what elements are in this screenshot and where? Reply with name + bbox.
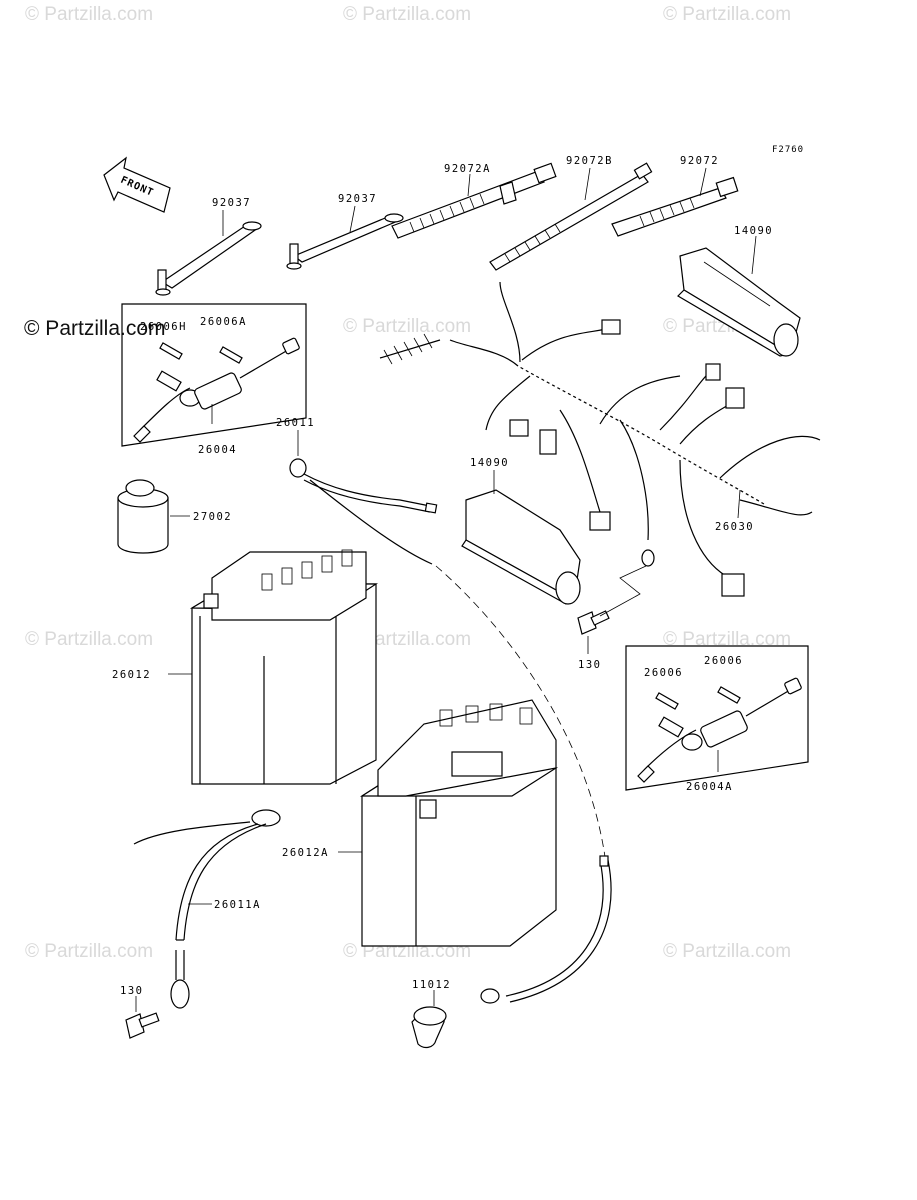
dashed-connection: [435, 565, 607, 865]
part-number-26006a: 26006A: [200, 316, 247, 328]
watermark: © Partzilla.com: [663, 941, 791, 962]
strap-92072b: [489, 162, 653, 271]
part-number-27002: 27002: [193, 511, 232, 523]
strap-92072: [611, 167, 739, 237]
part-number-92072a: 92072A: [444, 163, 491, 175]
bracket-92037-left: [155, 210, 262, 296]
part-number-26011a: 26011A: [214, 899, 261, 911]
part-number-26004: 26004: [198, 444, 237, 456]
watermark: © Partzilla.com: [663, 629, 791, 650]
cover-14090-top: [677, 235, 801, 357]
watermark: © Partzilla.com: [25, 941, 153, 962]
part-number-26006h: 26006H: [140, 321, 187, 333]
battery-26012: [168, 549, 379, 785]
part-number-130: 130: [578, 659, 601, 671]
bolt-130-lower: [125, 996, 160, 1039]
front-arrow: FRONT: [103, 156, 171, 213]
figure-code: F2760: [772, 145, 804, 155]
battery-26012a: [338, 699, 559, 947]
watermark: © Partzilla.com: [25, 629, 153, 650]
part-number-130: 130: [120, 985, 143, 997]
part-number-26006: 26006: [704, 655, 743, 667]
bolt-130-upper: [577, 565, 647, 654]
part-number-26012a: 26012A: [282, 847, 329, 859]
strap-92072a: [391, 162, 557, 239]
watermark: © Partzilla.com: [663, 4, 791, 25]
part-number-26011: 26011: [276, 417, 315, 429]
part-number-92037: 92037: [338, 193, 377, 205]
watermark-dark: © Partzilla.com: [24, 317, 166, 340]
fuse-holder-26004-box: [121, 303, 307, 447]
watermark: © Partzilla.com: [343, 316, 471, 337]
fuse-holder-26004a-box: [625, 645, 809, 791]
cover-14090-lower: [461, 470, 581, 605]
part-number-14090: 14090: [470, 457, 509, 469]
part-number-26006: 26006: [644, 667, 683, 679]
part-number-26030: 26030: [715, 521, 754, 533]
part-number-26004a: 26004A: [686, 781, 733, 793]
relay-27002: [117, 479, 190, 554]
cable-long-11012: [411, 855, 612, 1049]
part-number-92072b: 92072B: [566, 155, 613, 167]
wiring-harness-26030: [379, 281, 821, 597]
part-number-92037: 92037: [212, 197, 251, 209]
battery-cable-26011a: [133, 809, 281, 1009]
battery-cable-26011: [289, 430, 438, 565]
bracket-92037-right: [286, 205, 404, 270]
part-number-26012: 26012: [112, 669, 151, 681]
watermark: © Partzilla.com: [343, 4, 471, 25]
part-number-92072: 92072: [680, 155, 719, 167]
part-number-14090: 14090: [734, 225, 773, 237]
part-number-11012: 11012: [412, 979, 451, 991]
watermark: © Partzilla.com: [25, 4, 153, 25]
